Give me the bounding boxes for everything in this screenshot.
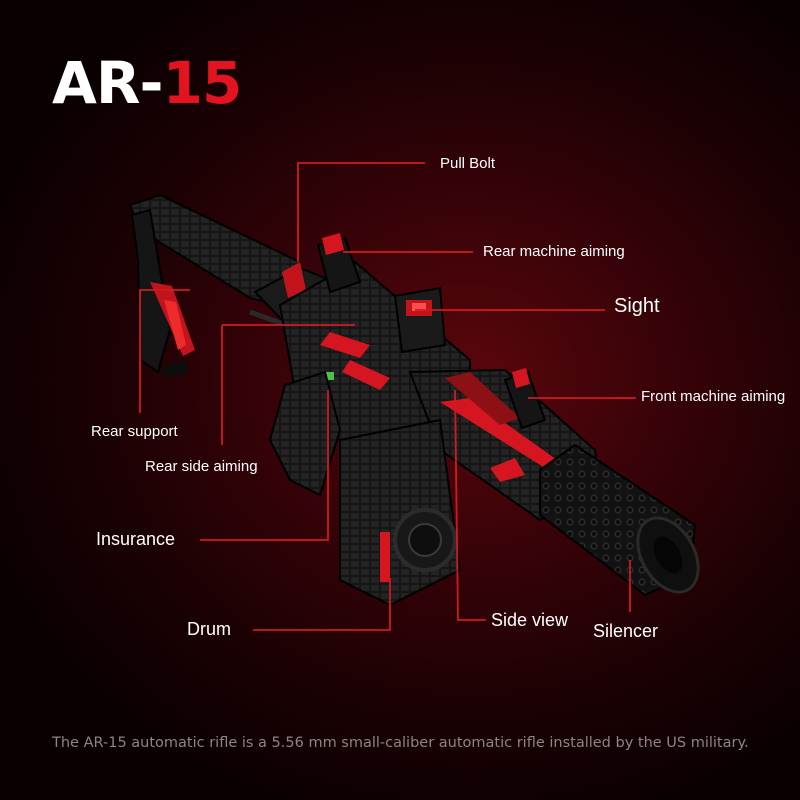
label-rear-machine-aiming: Rear machine aiming <box>483 243 625 260</box>
label-pull-bolt: Pull Bolt <box>440 155 496 172</box>
label-front-machine-aiming: Front machine aiming <box>641 388 786 405</box>
label-sight: Sight <box>614 295 660 317</box>
page-title: AR-15 <box>52 48 243 118</box>
label-drum: Drum <box>187 619 231 639</box>
label-side-view: Side view <box>491 610 569 630</box>
label-rear-side-aiming: Rear side aiming <box>145 458 258 475</box>
title-prefix: AR- <box>52 49 164 117</box>
label-silencer: Silencer <box>593 621 659 641</box>
label-rear-support: Rear support <box>91 423 178 440</box>
label-insurance: Insurance <box>96 529 176 549</box>
title-suffix: 15 <box>162 49 243 117</box>
caption: The AR-15 automatic rifle is a 5.56 mm s… <box>52 735 749 751</box>
